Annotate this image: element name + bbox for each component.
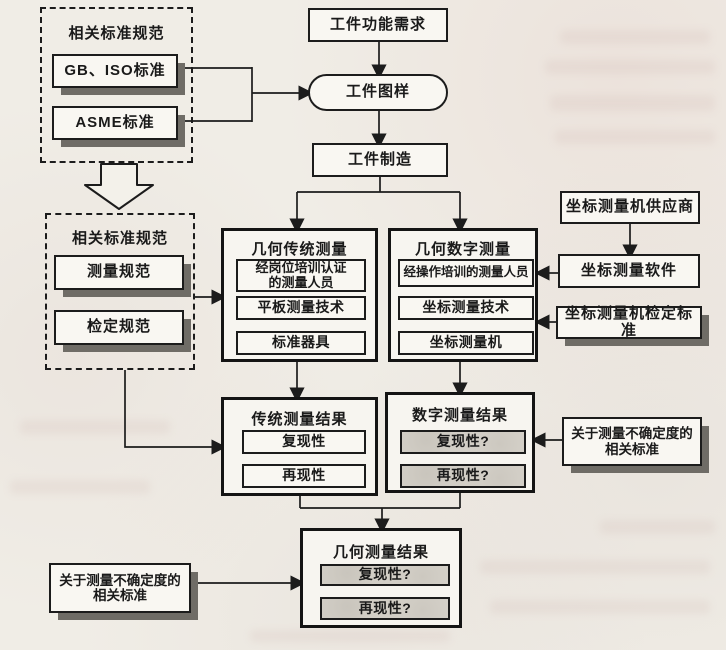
group-digital-measurement: 几何数字测量 经操作培训的测量人员 坐标测量技术 坐标测量机 (388, 228, 538, 362)
node-standard-instruments: 标准器具 (236, 331, 366, 355)
node-label: 坐标测量机检定标准 (564, 304, 693, 339)
group-related-standards-mid: 相关标准规范 测量规范 检定规范 (45, 213, 195, 370)
group-digital-result: 数字测量结果 复现性? 再现性? (385, 392, 535, 493)
node-label: 检定规范 (86, 318, 151, 336)
node-measurement-spec: 测量规范 (54, 255, 184, 290)
node-coordinate-technique: 坐标测量技术 (398, 296, 534, 320)
node-gb-iso-standards: GB、ISO标准 (52, 54, 178, 88)
node-asme-standards: ASME标准 (52, 106, 178, 140)
node-label-line1: 关于测量不确定度的 (59, 572, 181, 588)
group-traditional-result: 传统测量结果 复现性 再现性 (221, 397, 378, 496)
node-trad-reproducibility: 再现性 (242, 464, 366, 488)
group-title: 几何传统测量 (251, 241, 348, 258)
node-label: 工件图样 (345, 83, 410, 101)
connector-results-merge (299, 493, 461, 509)
node-geo-reproducibility: 再现性? (320, 597, 450, 620)
group-title: 相关标准规范 (68, 25, 165, 42)
node-label: 再现性? (358, 599, 412, 616)
group-title: 数字测量结果 (411, 407, 508, 424)
node-label: 工件功能需求 (329, 15, 426, 33)
node-operation-trained-personnel: 经操作培训的测量人员 (398, 259, 534, 287)
node-workpiece-drawing: 工件图样 (308, 74, 448, 111)
node-uncertainty-standards-left: 关于测量不确定度的 相关标准 (49, 563, 191, 613)
node-certified-personnel: 经岗位培训认证 的测量人员 (236, 259, 366, 292)
node-label: 复现性? (358, 566, 412, 583)
connector-specs-to-trad-result (124, 370, 227, 455)
node-label-line1: 经岗位培训认证 (255, 260, 347, 276)
node-trad-repeatability: 复现性 (242, 430, 366, 454)
node-label-line2: 相关标准 (605, 441, 659, 457)
group-geometry-result: 几何测量结果 复现性? 再现性? (300, 528, 462, 628)
node-cmm-software: 坐标测量软件 (558, 254, 700, 288)
node-label: GB、ISO标准 (64, 61, 166, 79)
node-digital-reproducibility: 再现性? (400, 464, 526, 488)
node-label: 坐标测量机供应商 (565, 198, 694, 216)
group-title: 相关标准规范 (71, 230, 168, 247)
node-label: 标准器具 (272, 334, 330, 351)
node-digital-repeatability: 复现性? (400, 430, 526, 454)
node-cmm-verification-standard: 坐标测量机检定标准 (556, 304, 702, 339)
group-title: 传统测量结果 (251, 411, 348, 428)
node-label: 复现性? (436, 433, 490, 450)
node-workpiece-requirements: 工件功能需求 (308, 8, 448, 42)
node-label-line1: 关于测量不确定度的 (571, 426, 693, 442)
node-label: 复现性 (282, 433, 326, 450)
node-label-line2: 的测量人员 (268, 274, 334, 290)
connector-manufacture-split (297, 177, 460, 193)
node-label: 再现性 (282, 467, 326, 484)
group-title: 几何数字测量 (414, 241, 511, 258)
group-related-standards-top: 相关标准规范 GB、ISO标准 ASME标准 (40, 7, 193, 163)
node-workpiece-manufacture: 工件制造 (312, 143, 448, 177)
node-geo-repeatability: 复现性? (320, 564, 450, 586)
block-down-arrow-icon (84, 163, 154, 210)
node-uncertainty-standards-right: 关于测量不确定度的 相关标准 (562, 417, 702, 466)
node-label: 经操作培训的测量人员 (403, 265, 529, 280)
node-label: 工件制造 (347, 150, 412, 168)
group-title: 几何测量结果 (332, 544, 429, 561)
node-verification-spec: 检定规范 (54, 310, 184, 345)
group-traditional-measurement: 几何传统测量 经岗位培训认证 的测量人员 平板测量技术 标准器具 (221, 228, 378, 362)
node-label: 坐标测量机 (429, 334, 503, 351)
node-label: ASME标准 (75, 113, 155, 131)
node-label-line2: 相关标准 (93, 588, 147, 603)
node-label: 坐标测量软件 (580, 261, 677, 279)
node-label: 坐标测量技术 (422, 299, 510, 316)
node-label: 再现性? (436, 467, 490, 484)
node-label: 平板测量技术 (257, 299, 345, 316)
node-coordinate-machine: 坐标测量机 (398, 331, 534, 355)
connector-standards-bracket (178, 67, 253, 122)
node-cmm-supplier: 坐标测量机供应商 (560, 191, 700, 224)
node-label: 测量规范 (86, 263, 151, 281)
node-surface-plate-technique: 平板测量技术 (236, 296, 366, 320)
